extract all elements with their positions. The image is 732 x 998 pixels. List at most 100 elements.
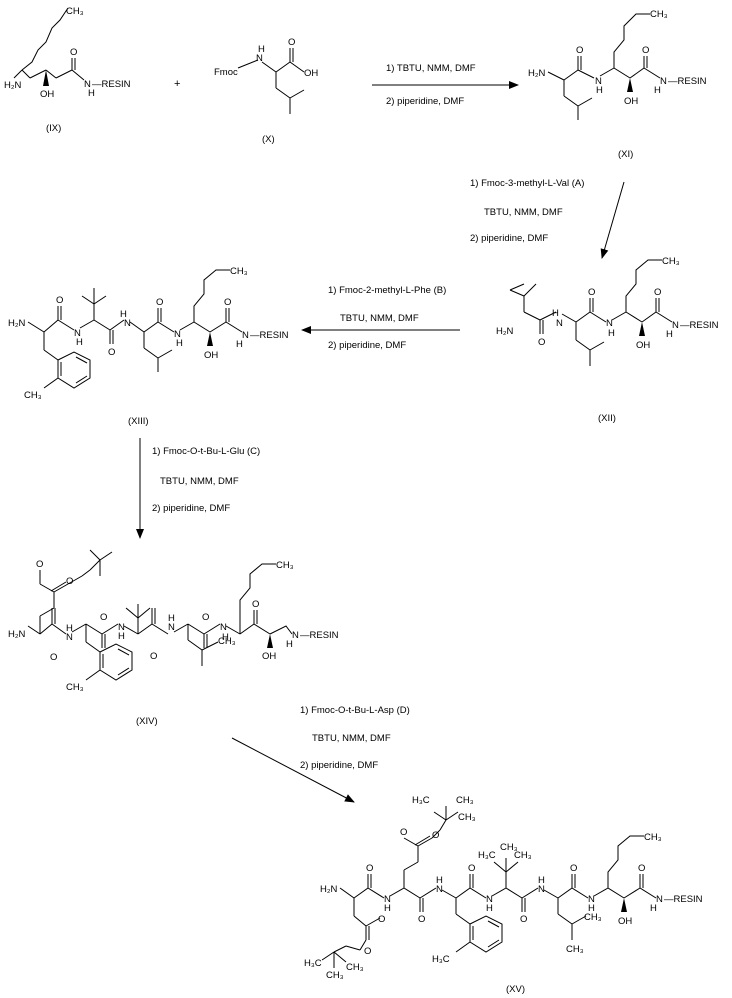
xiii-o2-label: O [108,347,115,358]
xiii-resin-n-label: N [242,330,249,341]
xi-resin-n-label: N [660,76,667,87]
xiv-ester-o-label: O [36,559,43,570]
xv-asp-tbu-methyl-h3c: H₃C [304,958,322,969]
xiv-methyl-label: CH₃ [276,560,294,571]
xv-amine-label: H₂N [320,884,338,895]
xiv-h2-label: H [118,631,125,642]
xiii-resin-label: —RESIN [250,330,289,341]
xv-n2-label: N [436,884,443,895]
xii-resin-label: —RESIN [680,320,719,331]
xiv-o3-label: O [150,651,157,662]
xiii-n1-label: N [74,328,81,339]
reaction-arrow-2 [600,181,625,259]
xiv-n4-label: N [220,622,227,633]
xiv-h4-label: H [222,632,229,643]
xi-resin-h-label: H [654,85,661,96]
ix-amide-h-label: H [88,88,95,99]
xv-h4-label: H [538,875,545,886]
xv-val-methyl-2: CH₃ [500,842,518,853]
reaction-5-step2: 2) piperidine, DMF [300,760,378,771]
xv-resin-h-label: H [650,903,657,914]
xiii-amine-label: H₂N [8,318,26,329]
xv-glu-tbu-methyl-1: CH₃ [456,795,474,806]
xiv-n3-label: N [168,622,175,633]
xiv-resin-h-label: H [286,639,293,650]
xi-resin-label: —RESIN [668,76,707,87]
xiv-o1-label: O [50,652,57,663]
reaction-4-step1: 1) Fmoc-O-t-Bu-L-Glu (C) [152,446,260,457]
xv-asp-ester-o-label: O [378,914,385,925]
xii-amine-label: H₂N [496,326,514,337]
xv-n4-label: N [538,884,545,895]
reaction-2-step-mid: TBTU, NMM, DMF [484,207,563,218]
xii-n1-label: N [556,318,563,329]
compound-xii: H₂N O N H O N H O OH N H —RESIN CH₃ (XII… [496,256,719,424]
xiii-n3-label: N [174,329,181,340]
xv-h5-label: H [588,903,595,914]
xiv-h3-label: H [168,613,175,624]
xii-resin-h-label: H [666,329,673,340]
xiv-resin-n-label: N [292,630,299,641]
compound-xv: H₂N O N H O N H O N H O N H O N H O OH N… [304,795,703,995]
xii-resin-n-label: N [672,320,679,331]
compound-ix: O H₂N OH N H —RESIN CH₃ (IX) [4,6,131,134]
compound-xiv: H₂N O O O N H O N H O N H O N H O OH N H… [8,549,339,727]
reaction-2-step2: 2) piperidine, DMF [470,233,548,244]
xv-compound-id: (XV) [506,984,525,995]
xiv-n2-label: N [118,622,125,633]
xv-h2-label: H [436,875,443,886]
x-hydroxyl-label: OH [304,68,318,79]
xv-resin-label: —RESIN [664,894,703,905]
x-amine-h-label: H [258,44,265,55]
xv-o4-label: O [520,914,527,925]
ix-compound-id: (IX) [46,123,61,134]
xv-leu-methyl-1: CH₃ [584,912,602,923]
xiii-compound-id: (XIII) [128,416,149,427]
plus-sign: + [174,78,180,90]
reaction-3-step1: 1) Fmoc-2-methyl-L-Phe (B) [328,285,446,296]
x-compound-id: (X) [262,134,275,145]
xi-compound-id: (XI) [618,149,633,160]
xiii-h3-label: H [176,338,183,349]
xv-glu-tbu-methyl-h3c: H₃C [412,795,430,806]
compound-xi: H₂N O N H O OH N H —RESIN CH₃ (XI) [528,9,707,160]
x-amine-n-label: N [256,53,263,64]
xv-glu-ester-o2-label: O [432,830,439,841]
xiv-o5-label: O [252,599,259,610]
compound-xiii: H₂N O N H O N H O N H O OH N H —RESIN CH… [8,266,289,427]
ix-resin-label: —RESIN [92,79,131,90]
xv-glu-ester-o-label: O [400,827,407,838]
xii-o3-label: O [654,287,661,298]
xii-compound-id: (XII) [598,413,616,424]
xiv-ring-methyl-label: CH₃ [66,682,84,693]
xiii-methyl-label: CH₃ [230,266,248,277]
xv-o6-label: O [638,863,645,874]
xv-n5-label: N [588,894,595,905]
xv-asp-ester-o2-label: O [364,946,371,957]
xi-methyl-label: CH₃ [650,9,668,20]
xiii-h2-label: H [120,309,127,320]
xiii-h1-label: H [76,337,83,348]
xi-amide-h-label: H [596,85,603,96]
xiv-compound-id: (XIV) [136,716,158,727]
xiv-resin-label: —RESIN [300,630,339,641]
xv-val-methyl-h3c: H₃C [478,850,496,861]
xv-o3-label: O [468,863,475,874]
xii-n2-label: N [606,318,613,329]
ix-amine-label: H₂N [4,80,22,91]
xii-o2-label: O [588,287,595,298]
xii-h1-label: H [552,308,559,319]
xv-hydroxyl-label: OH [618,916,632,927]
compound-x: Fmoc N H O OH (X) [214,37,318,145]
ix-amide-n-label: N [84,79,91,90]
x-carbonyl-o-label: O [288,37,295,48]
xiii-ring-methyl-label: CH₃ [24,390,42,401]
xii-methyl-label: CH₃ [662,256,680,267]
ix-methyl-label: CH₃ [66,6,84,17]
ix-o-label: O [70,47,77,58]
xv-tail-methyl-label: CH₃ [644,832,662,843]
ix-hydroxyl-label: OH [40,89,54,100]
xv-o1-label: O [366,863,373,874]
xi-amide-n-label: N [595,76,602,87]
xv-asp-tbu-methyl-2: CH₃ [346,962,364,973]
